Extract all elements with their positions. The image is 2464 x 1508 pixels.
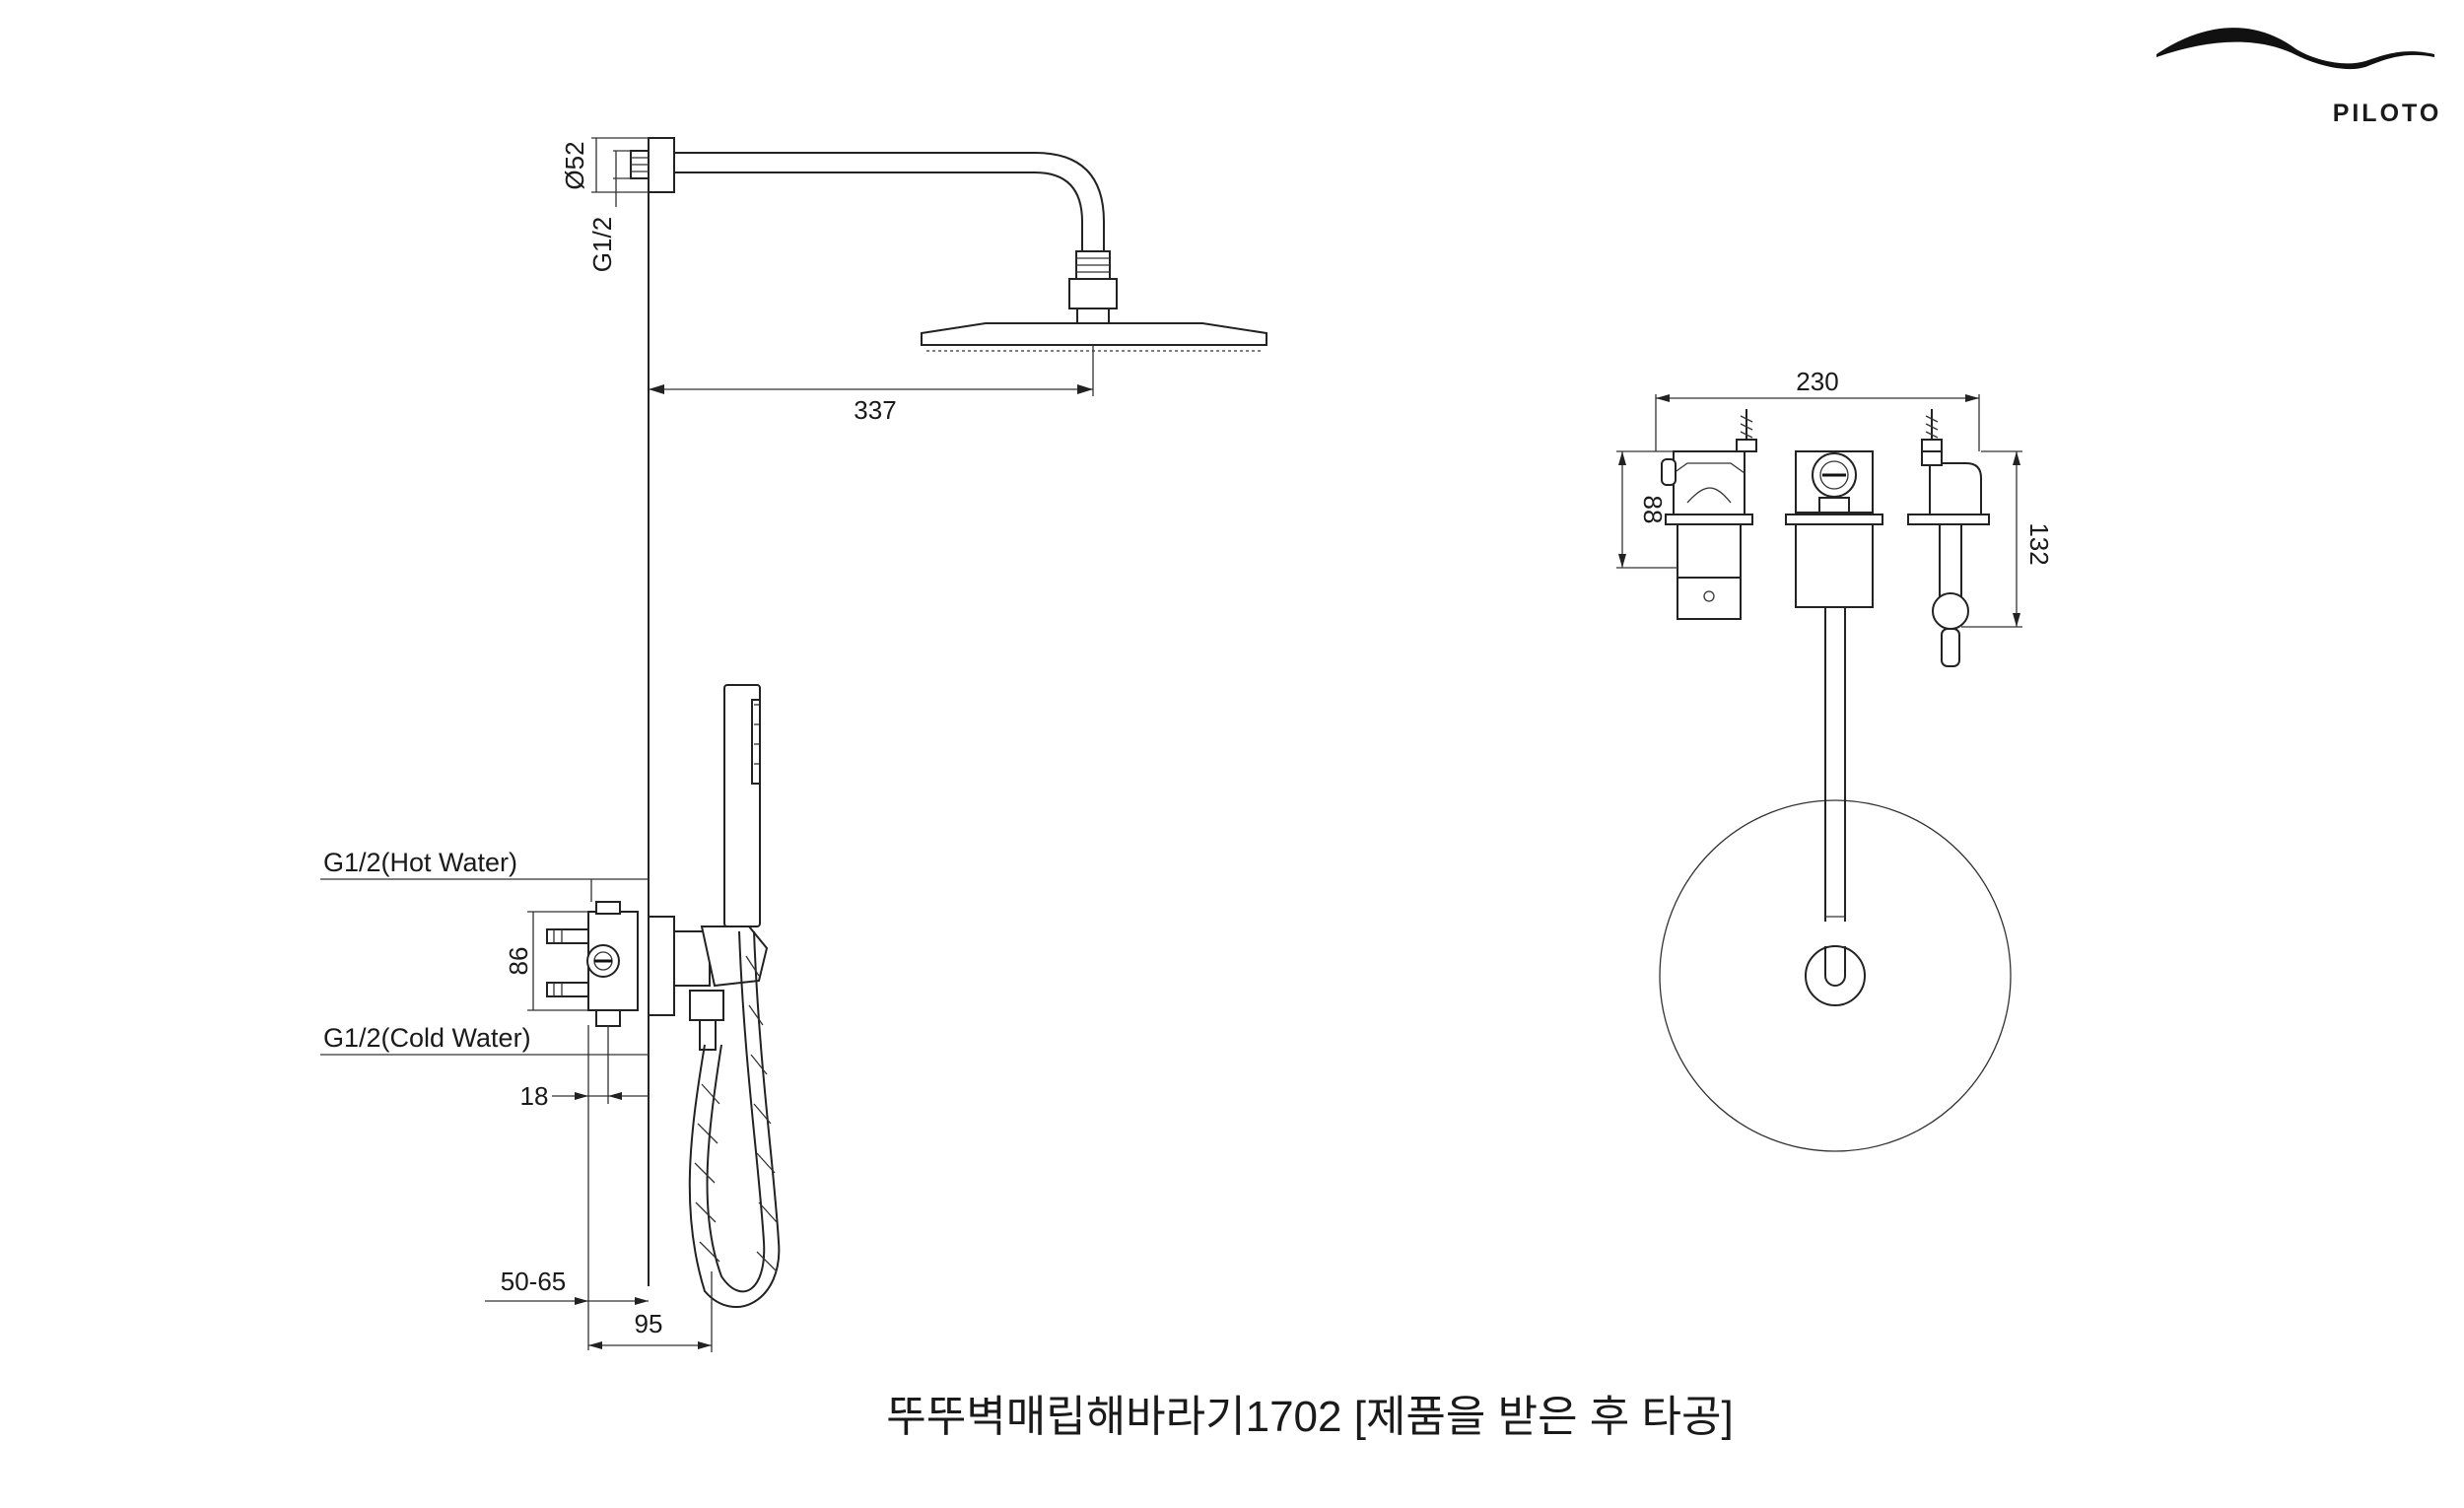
dim-handle-depth: 95 bbox=[635, 1309, 663, 1338]
cold-inlet-pipe bbox=[546, 982, 589, 997]
top-flange bbox=[648, 137, 675, 193]
left-valve-body bbox=[1673, 450, 1745, 515]
left-flange bbox=[1665, 514, 1753, 525]
right-lever-tip bbox=[1941, 628, 1960, 667]
outlet-elbow bbox=[689, 990, 724, 1021]
side-view: Ø52 G1/2 337 bbox=[320, 137, 1267, 1352]
valve-flange bbox=[648, 916, 675, 1016]
front-view: 230 88 132 bbox=[1616, 367, 2054, 1152]
brand-logo: PILOTO bbox=[2156, 28, 2442, 127]
center-flange bbox=[1785, 514, 1883, 525]
left-handle-lower bbox=[1677, 577, 1742, 620]
wave-logo bbox=[2156, 28, 2434, 70]
round-shower-plate bbox=[1659, 799, 2012, 1152]
shower-hose bbox=[688, 930, 781, 1308]
dim-diameter: Ø52 bbox=[560, 141, 589, 189]
hot-inlet-pipe bbox=[546, 928, 589, 944]
product-caption: 뚜뚜벽매립해바라기1702 [제품을 받은 후 타공] bbox=[886, 1393, 1733, 1441]
dim-thread-top: G1/2 bbox=[587, 217, 617, 272]
dim-valve-height: 86 bbox=[504, 947, 533, 976]
brand-name: PILOTO bbox=[2333, 100, 2442, 127]
hose-connector bbox=[699, 1019, 717, 1051]
shower-head bbox=[921, 322, 1267, 346]
spray-face bbox=[751, 699, 761, 785]
right-flange bbox=[1907, 514, 1990, 525]
dim-valve-height-right: 132 bbox=[2024, 522, 2054, 565]
hose-holder bbox=[700, 925, 769, 988]
shower-arm bbox=[674, 152, 1105, 251]
label-hot-inlet: G1/2(Hot Water) bbox=[323, 848, 517, 877]
valve-handle-base bbox=[673, 930, 711, 987]
riser-flange bbox=[1805, 945, 1866, 1006]
center-handle bbox=[1795, 523, 1874, 608]
dim-inlet-offset: 18 bbox=[520, 1081, 549, 1111]
swivel-joint bbox=[1068, 278, 1118, 309]
right-valve-body bbox=[1929, 462, 1982, 515]
label-cold-inlet: G1/2(Cold Water) bbox=[323, 1023, 531, 1053]
dim-valve-height-left: 88 bbox=[1638, 496, 1668, 524]
left-handle-upper bbox=[1677, 523, 1742, 579]
dim-overall-width: 230 bbox=[1796, 367, 1838, 396]
dim-arm-length: 337 bbox=[854, 395, 896, 425]
dim-wall-depth: 50-65 bbox=[501, 1267, 567, 1296]
right-lever-knob bbox=[1932, 592, 1969, 630]
